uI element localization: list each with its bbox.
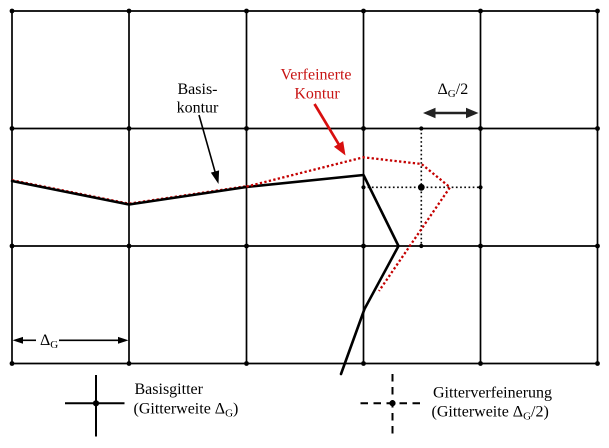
grid-node-1-1 bbox=[126, 126, 132, 131]
half-spacing-dim-arrow-head-left bbox=[423, 107, 436, 119]
grid-node-3-3 bbox=[361, 361, 366, 366]
verfeinert-contour-arrow-shaft bbox=[313, 103, 341, 147]
legend-refined-label-line2-subscript: G bbox=[523, 411, 531, 423]
grid-node-0-0 bbox=[9, 8, 15, 14]
half-spacing-label-segment-0: Δ bbox=[438, 81, 448, 98]
refined-grid-node-1 bbox=[419, 243, 424, 249]
legend-base-label-line1: Basisgitter bbox=[135, 381, 204, 398]
grid-node-0-1 bbox=[9, 126, 15, 131]
legend-base-label-line2: (Gitterweite ΔG) bbox=[134, 401, 239, 420]
grid-node-3-1 bbox=[361, 126, 366, 131]
verfeinert-label-line1: Verfeinerte bbox=[280, 67, 351, 84]
basis-contour-arrow-shaft bbox=[198, 114, 217, 174]
legend-base-label-line2-segment-0: (Gitterweite bbox=[134, 401, 215, 418]
basis-contour-arrow-head bbox=[210, 170, 220, 184]
basis-label-line2: kontur bbox=[177, 100, 219, 117]
legend-base-symbol-dot bbox=[92, 400, 100, 407]
grid-node-3-0 bbox=[361, 8, 366, 14]
legend-refined-label-line1: Gitterverfeinerung bbox=[433, 385, 552, 402]
grid-node-5-2 bbox=[595, 243, 600, 249]
legend-refined-label-line2-segment-1: Δ bbox=[513, 404, 523, 421]
grid-node-5-0 bbox=[595, 8, 600, 14]
grid-node-5-3 bbox=[595, 361, 600, 366]
grid-node-4-3 bbox=[478, 361, 483, 366]
grid-node-4-1 bbox=[478, 126, 483, 131]
grid-node-4-2 bbox=[478, 243, 483, 249]
half-spacing-label: ΔG/2 bbox=[438, 81, 469, 100]
refined-grid-center-node bbox=[417, 183, 425, 191]
grid-node-2-1 bbox=[244, 126, 249, 131]
grid-node-2-2 bbox=[244, 243, 249, 249]
grid-node-0-3 bbox=[9, 361, 15, 366]
legend-refined-label-line2: (Gitterweite ΔG/2) bbox=[432, 404, 549, 423]
grid-node-1-2 bbox=[126, 243, 132, 249]
grid-node-1-0 bbox=[126, 8, 132, 14]
legend-base-label-line2-subscript: G bbox=[225, 408, 233, 420]
half-spacing-dim-arrow-head-right bbox=[466, 107, 479, 119]
grid-node-2-3 bbox=[244, 361, 249, 366]
legend-refined-label-line2-segment-3: /2) bbox=[531, 404, 549, 421]
grid-node-1-3 bbox=[126, 361, 132, 366]
verfeinert-label-line2: Kontur bbox=[294, 86, 340, 103]
legend-base-label-line2-segment-1: Δ bbox=[215, 401, 225, 418]
grid-node-5-1 bbox=[595, 126, 600, 131]
grid-node-0-2 bbox=[9, 243, 15, 249]
spacing-label-segment-0: Δ bbox=[40, 332, 50, 349]
half-spacing-label-segment-2: /2 bbox=[456, 81, 468, 98]
refined-contour-line bbox=[246, 156, 452, 292]
grid-node-4-0 bbox=[478, 8, 483, 14]
verfeinert-contour-arrow-head bbox=[333, 141, 346, 156]
refined-grid-node-3 bbox=[478, 185, 483, 190]
spacing-dim-arrow-head-left bbox=[12, 336, 23, 344]
base-contour-line bbox=[10, 173, 400, 376]
grid-node-2-0 bbox=[244, 8, 249, 14]
spacing-label-subscript: G bbox=[50, 339, 58, 351]
refined-grid-node-0 bbox=[419, 126, 424, 131]
legend-refined-label-line2-segment-0: (Gitterweite bbox=[432, 404, 513, 421]
refined-grid-node-2 bbox=[361, 185, 366, 190]
basis-label-line1: Basis- bbox=[178, 81, 218, 98]
half-spacing-label-subscript: G bbox=[448, 88, 456, 100]
spacing-label: ΔG bbox=[40, 332, 58, 351]
spacing-dim-arrow-head-right bbox=[118, 336, 129, 344]
grid-node-3-2 bbox=[361, 243, 366, 249]
legend-base-label-line2-segment-3: ) bbox=[233, 401, 238, 418]
legend-refined-symbol-dot bbox=[389, 400, 396, 407]
